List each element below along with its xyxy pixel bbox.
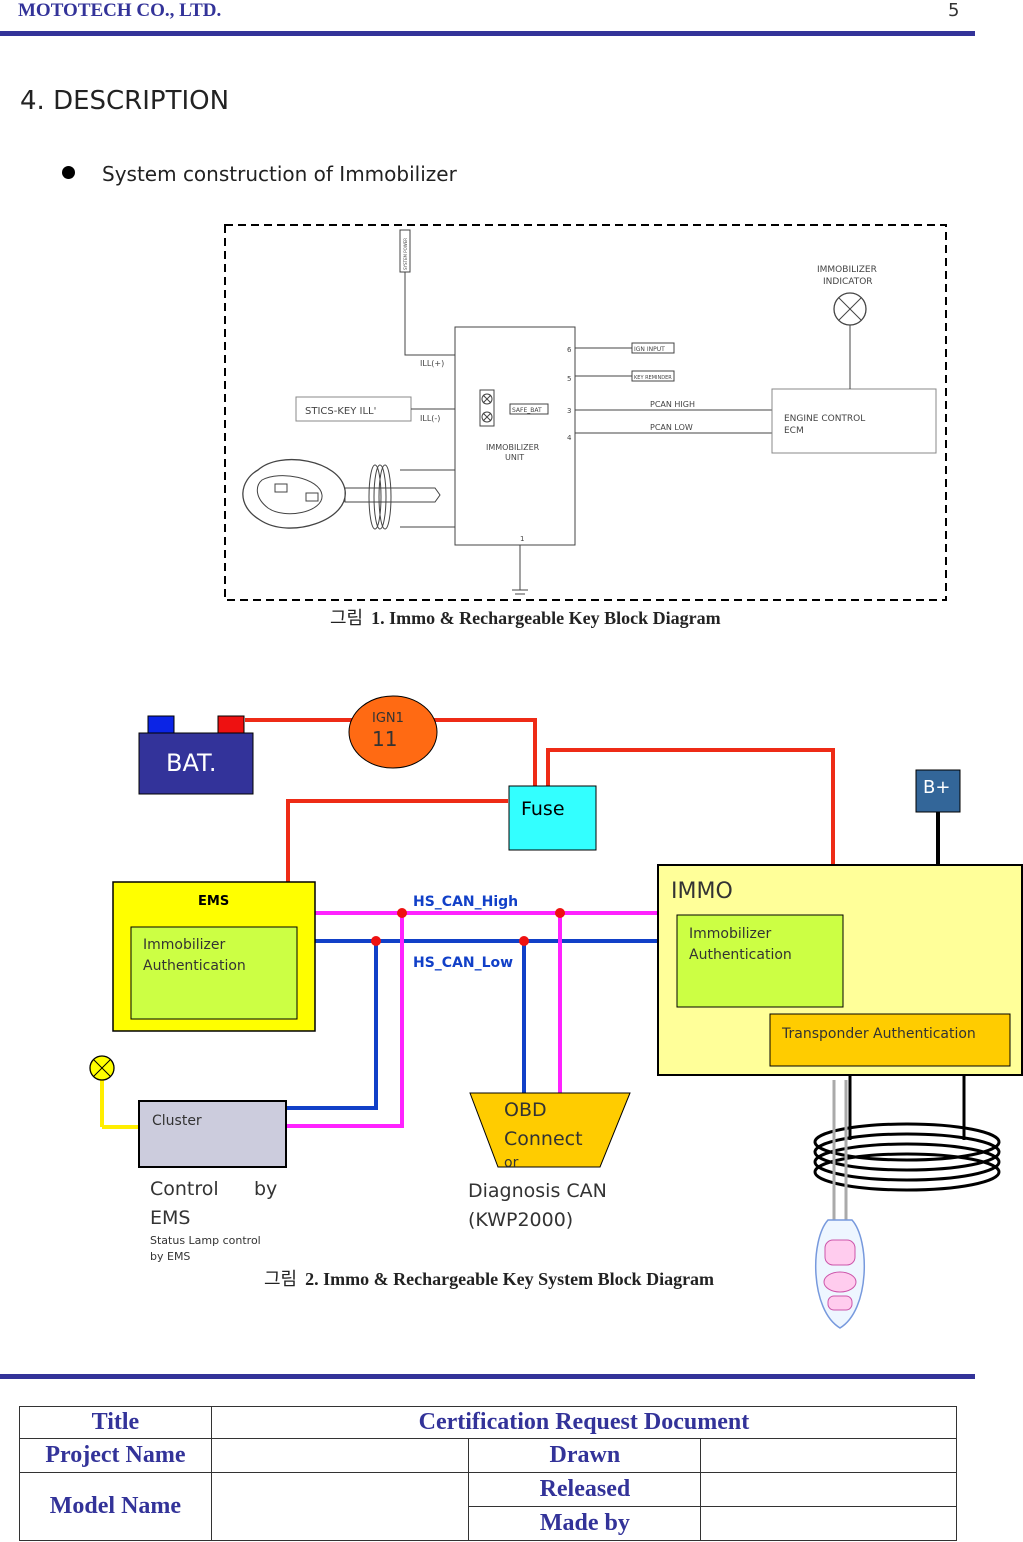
system-power-label: SYSTEM POWER bbox=[403, 238, 408, 270]
stics-box bbox=[295, 396, 412, 422]
status-label-1: Status Lamp control bbox=[150, 1234, 261, 1247]
ems-auth-label-1: Immobilizer bbox=[143, 937, 225, 953]
status-label-2: by EMS bbox=[150, 1250, 190, 1263]
page-number: 5 bbox=[948, 0, 960, 21]
bat-terminal-neg bbox=[147, 715, 175, 735]
safe-bat-label: SAFE_BAT bbox=[512, 407, 542, 414]
pin-5: 5 bbox=[567, 375, 571, 383]
footer-rule bbox=[0, 1374, 975, 1379]
indicator-lamp-icon bbox=[833, 292, 867, 326]
key-fob-icon bbox=[242, 458, 346, 529]
ign1-switch bbox=[348, 695, 438, 769]
obd-label-1: OBD bbox=[504, 1099, 547, 1121]
ill-plus-label: ILL(+) bbox=[420, 359, 444, 368]
ign1-number: 11 bbox=[372, 727, 397, 751]
key-reminder-label: KEY REMINDER bbox=[634, 375, 672, 381]
drawn-value bbox=[700, 1438, 957, 1473]
transponder-box bbox=[769, 1013, 1011, 1067]
indicator-label-1: IMMOBILIZER bbox=[817, 265, 877, 275]
ems-auth-label-2: Authentication bbox=[143, 958, 246, 974]
transponder-label: Transponder Authentication bbox=[781, 1026, 976, 1042]
fuse-label: Fuse bbox=[521, 798, 565, 820]
unit-label-2: UNIT bbox=[505, 453, 524, 462]
ign-input-label: IGN INPUT bbox=[634, 346, 665, 353]
obd-label-3: or bbox=[504, 1155, 519, 1171]
cluster-label: Cluster bbox=[152, 1113, 202, 1129]
battery-label: BAT. bbox=[166, 749, 216, 777]
stics-label: STICS-KEY ILL' bbox=[305, 406, 376, 417]
ecm-label-1: ENGINE CONTROL bbox=[784, 414, 865, 424]
figure1-frame bbox=[224, 224, 947, 601]
title-value: Certification Request Document bbox=[210, 1406, 958, 1439]
made-by-label: Made by bbox=[468, 1506, 702, 1541]
indicator-label-2: INDICATOR bbox=[823, 277, 873, 287]
document-info-table: Title Certification Request Document Pro… bbox=[19, 1406, 958, 1541]
ign1-label: IGN1 bbox=[372, 711, 404, 726]
hs-can-low-label: HS_CAN_Low bbox=[413, 955, 513, 971]
key-blade-icon bbox=[344, 487, 441, 503]
obd-connector bbox=[469, 1092, 631, 1168]
pcan-high-label: PCAN HIGH bbox=[650, 400, 695, 409]
pin-6: 6 bbox=[567, 346, 572, 354]
model-name-value bbox=[210, 1472, 470, 1541]
immo-coil-icon bbox=[813, 1122, 1001, 1162]
figure1-diagram: SYSTEM POWER ILL(+) 7 STICS-KEY ILL' ILL… bbox=[224, 224, 947, 601]
control-label-2: EMS bbox=[150, 1207, 190, 1229]
diag-label-1: Diagnosis CAN bbox=[468, 1180, 607, 1202]
immo-auth-label-1: Immobilizer bbox=[689, 926, 771, 942]
project-name-value bbox=[210, 1438, 470, 1473]
unit-label-1: IMMOBILIZER bbox=[486, 443, 540, 452]
immobilizer-unit-box bbox=[454, 326, 576, 546]
ill-minus-label: ILL(-) bbox=[420, 414, 440, 423]
bullet-icon bbox=[62, 166, 75, 179]
bplus-label: B+ bbox=[923, 777, 950, 798]
released-label: Released bbox=[468, 1472, 702, 1507]
bplus-box bbox=[915, 769, 961, 813]
ill-plus-wire bbox=[404, 272, 455, 356]
pin-3: 3 bbox=[567, 407, 571, 415]
bullet-text: System construction of Immobilizer bbox=[102, 162, 457, 186]
immo-label: IMMO bbox=[671, 879, 733, 904]
ems-auth-box bbox=[130, 926, 298, 1020]
pin-4: 4 bbox=[567, 434, 572, 442]
immo-auth-box bbox=[676, 914, 844, 1008]
title-label: Title bbox=[19, 1406, 212, 1439]
made-by-value bbox=[700, 1506, 957, 1541]
released-value bbox=[700, 1472, 957, 1507]
pcan-low-label: PCAN LOW bbox=[650, 423, 693, 432]
antenna-coil-icon bbox=[378, 464, 392, 530]
header-rule bbox=[0, 31, 975, 36]
figure2-diagram: BAT. IGN1 11 Fuse B+ HS_CAN_High HS_CAN_… bbox=[89, 695, 1023, 1329]
fuse-box bbox=[508, 785, 597, 851]
hs-can-high-label: HS_CAN_High bbox=[413, 894, 518, 910]
immo-auth-label-2: Authentication bbox=[689, 947, 792, 963]
obd-label-2: Connect bbox=[504, 1128, 583, 1150]
company-name: MOTOTECH CO., LTD. bbox=[18, 0, 222, 21]
model-name-label: Model Name bbox=[19, 1472, 212, 1541]
pin-1: 1 bbox=[520, 535, 524, 543]
control-label-1: Control bbox=[150, 1178, 219, 1200]
control-by: by bbox=[254, 1178, 277, 1200]
cluster-box bbox=[138, 1100, 287, 1168]
ems-label: EMS bbox=[198, 894, 229, 909]
battery-box bbox=[138, 732, 254, 795]
project-name-label: Project Name bbox=[19, 1438, 212, 1473]
drawn-label: Drawn bbox=[468, 1438, 702, 1473]
section-title: 4. DESCRIPTION bbox=[20, 86, 230, 116]
ecm-box bbox=[771, 388, 937, 454]
ecm-label-2: ECM bbox=[784, 426, 804, 436]
diag-label-2: (KWP2000) bbox=[468, 1209, 573, 1231]
bat-terminal-pos bbox=[217, 715, 245, 735]
